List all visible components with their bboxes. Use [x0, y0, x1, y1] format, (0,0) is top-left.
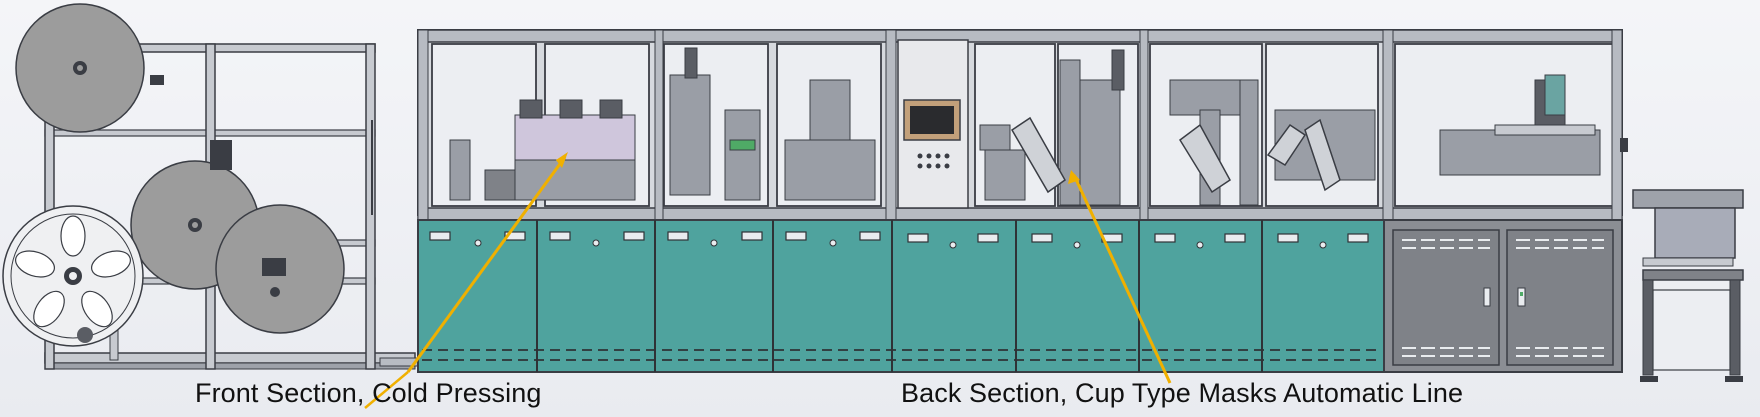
callout-line-front: [406, 156, 567, 373]
callout-line-back: [1072, 174, 1172, 384]
callout-arrow-back: [1068, 170, 1080, 184]
output-stacker: [1632, 189, 1744, 382]
label-back-section: Back Section, Cup Type Masks Automatic L…: [901, 378, 1464, 408]
callout-arrow-front: [556, 152, 568, 168]
unwinding-stand: [2, 3, 416, 370]
callout-line-front-end: [364, 371, 409, 409]
main-machine: [379, 29, 1628, 373]
label-front-section: Front Section, Cold Pressing: [195, 378, 542, 408]
